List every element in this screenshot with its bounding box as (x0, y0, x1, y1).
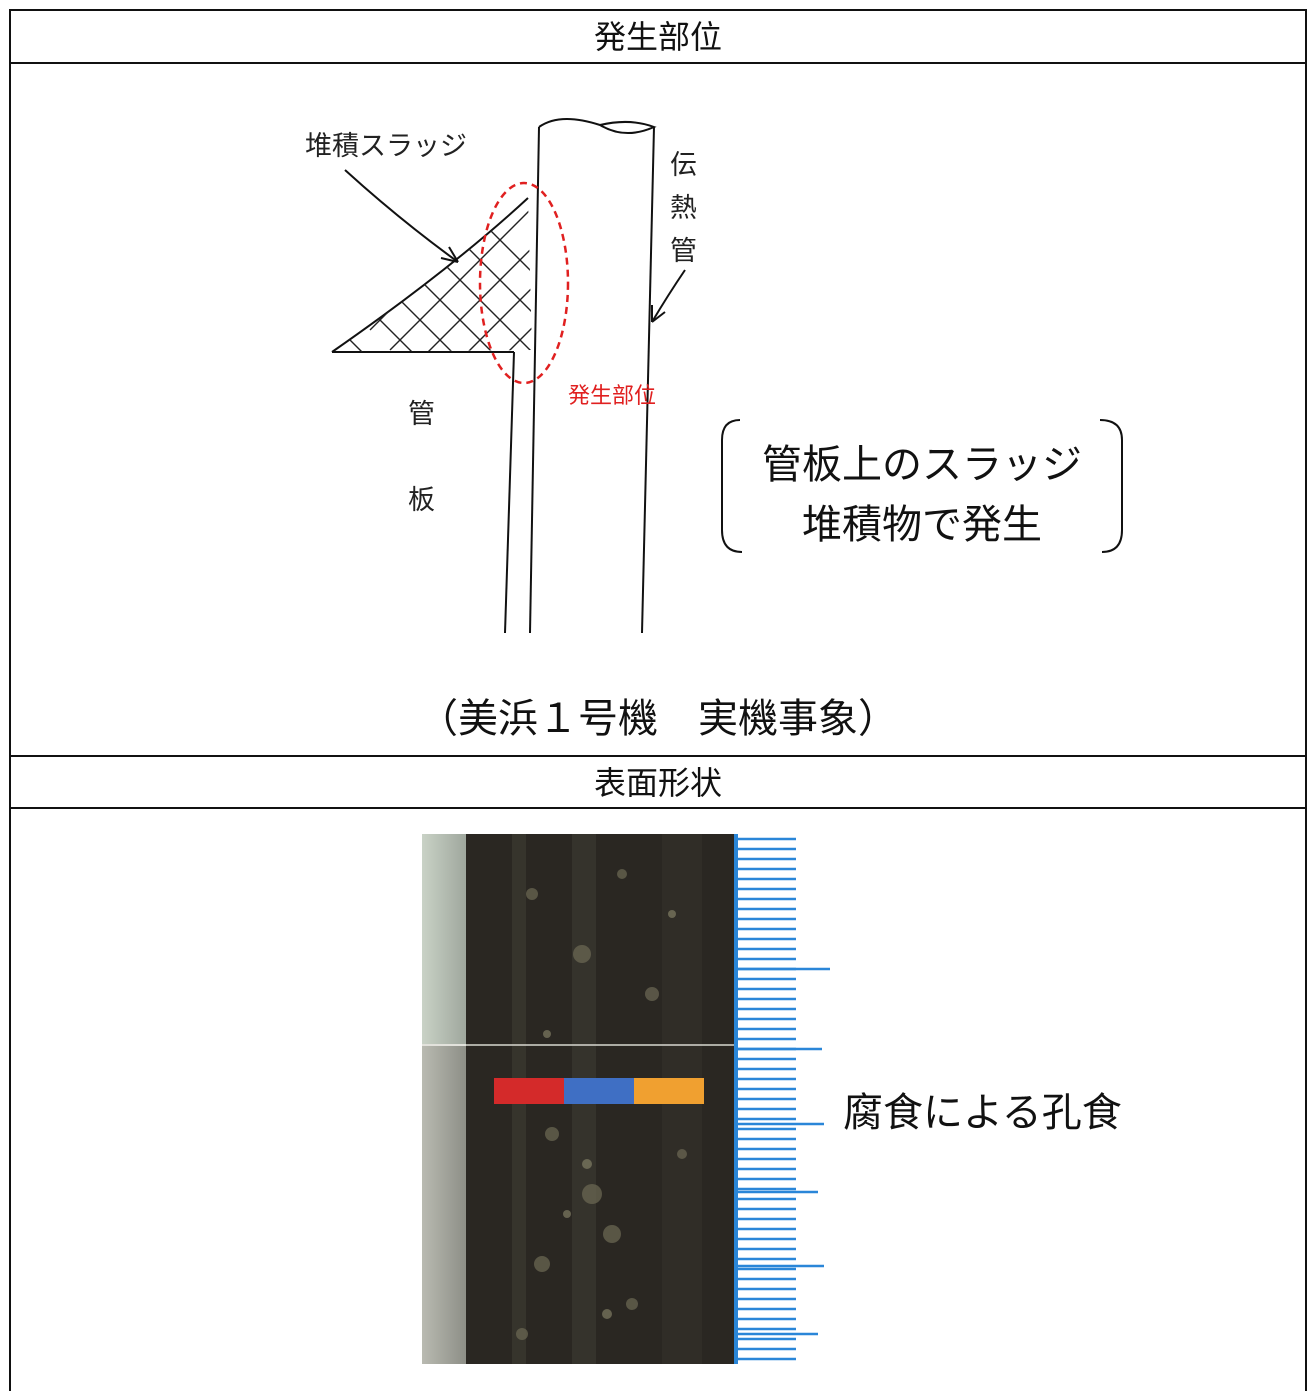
tubesheet-label-char: 管 (408, 399, 435, 430)
header-surface: 表面形状 (593, 764, 722, 802)
tube-diagram (331, 117, 686, 634)
tubesheet-edge-line (504, 351, 515, 634)
tube-wall-left (529, 126, 540, 634)
color-chip-red (494, 1078, 564, 1104)
color-chip-orange (634, 1078, 704, 1104)
tubesheet-label-char: 板 (408, 485, 435, 516)
divider-line (9, 755, 1307, 757)
tube-top-end (538, 117, 657, 134)
sludge-label: 堆積スラッジ (305, 131, 467, 162)
tube-arrowhead (651, 305, 666, 323)
tube-wall-right (641, 126, 655, 634)
divider-line (9, 807, 1307, 809)
surface-photo (422, 834, 832, 1364)
occurrence-label: 発生部位 (568, 384, 657, 409)
photo-note: 腐食による孔食 (843, 1090, 1122, 1136)
table-frame (9, 9, 1307, 1391)
header-location: 発生部位 (593, 18, 722, 56)
sludge-leader-arrow (344, 169, 459, 263)
color-chip-blue (564, 1078, 634, 1104)
occurrence-ellipse (478, 181, 570, 385)
caption: （美浜１号機 実機事象） (418, 696, 898, 742)
tube-label-char: 熱 (670, 193, 697, 224)
note-line-1: 管板上のスラッジ (762, 442, 1082, 488)
note-bracket (721, 419, 1123, 553)
sludge-pile-outline (331, 197, 529, 353)
tube-label-char: 管 (670, 236, 697, 267)
tube-leader-arrow (651, 269, 686, 323)
note-line-2: 堆積物で発生 (802, 502, 1042, 548)
divider-line (9, 62, 1307, 64)
tube-label-char: 伝 (670, 150, 697, 181)
sludge-arrowhead (440, 246, 459, 263)
